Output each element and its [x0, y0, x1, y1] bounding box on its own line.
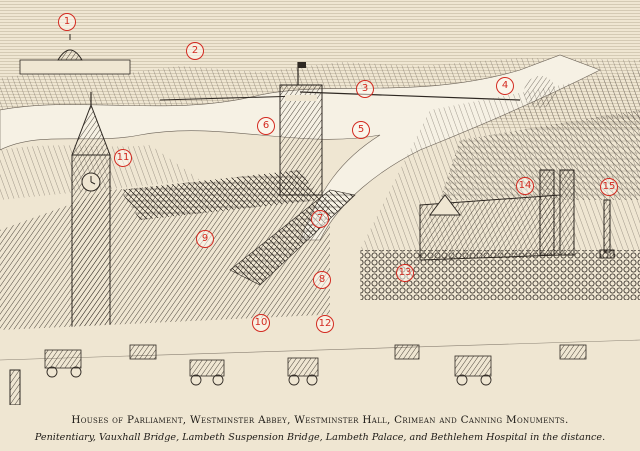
street-curb [0, 339, 640, 361]
engraving-illustration [0, 0, 640, 405]
carriage-wheels [46, 366, 492, 386]
marker-8[interactable]: 8 [313, 271, 331, 289]
distant-domed-building [19, 34, 131, 75]
marker-10[interactable]: 10 [252, 314, 270, 332]
river [0, 54, 601, 241]
marker-12[interactable]: 12 [316, 315, 334, 333]
street [0, 300, 640, 405]
vauxhall-bridge [159, 95, 301, 101]
lamp-post [9, 369, 21, 405]
parliament-roofs [120, 170, 320, 220]
marker-2[interactable]: 2 [186, 42, 204, 60]
bethlehem-hospital-dome [524, 76, 556, 108]
marker-5[interactable]: 5 [352, 121, 370, 139]
clock-tower [71, 92, 111, 336]
marker-3[interactable]: 3 [356, 80, 374, 98]
marker-6[interactable]: 6 [257, 117, 275, 135]
marker-15[interactable]: 15 [600, 178, 618, 196]
marker-9[interactable]: 9 [196, 230, 214, 248]
caption-subtitle: Penitentiary, Vauxhall Bridge, Lambeth S… [34, 432, 606, 443]
marker-7[interactable]: 7 [311, 210, 329, 228]
marker-14[interactable]: 14 [516, 177, 534, 195]
carriages [44, 344, 587, 377]
marker-4[interactable]: 4 [496, 77, 514, 95]
marker-13[interactable]: 13 [396, 264, 414, 282]
suspension-bridge [299, 91, 521, 101]
marker-1[interactable]: 1 [58, 13, 76, 31]
victoria-tower [279, 62, 323, 196]
caption-title: Houses of Parliament, Westminster Abbey,… [71, 414, 569, 426]
marker-11[interactable]: 11 [114, 149, 132, 167]
lambeth-buildings [440, 110, 640, 200]
